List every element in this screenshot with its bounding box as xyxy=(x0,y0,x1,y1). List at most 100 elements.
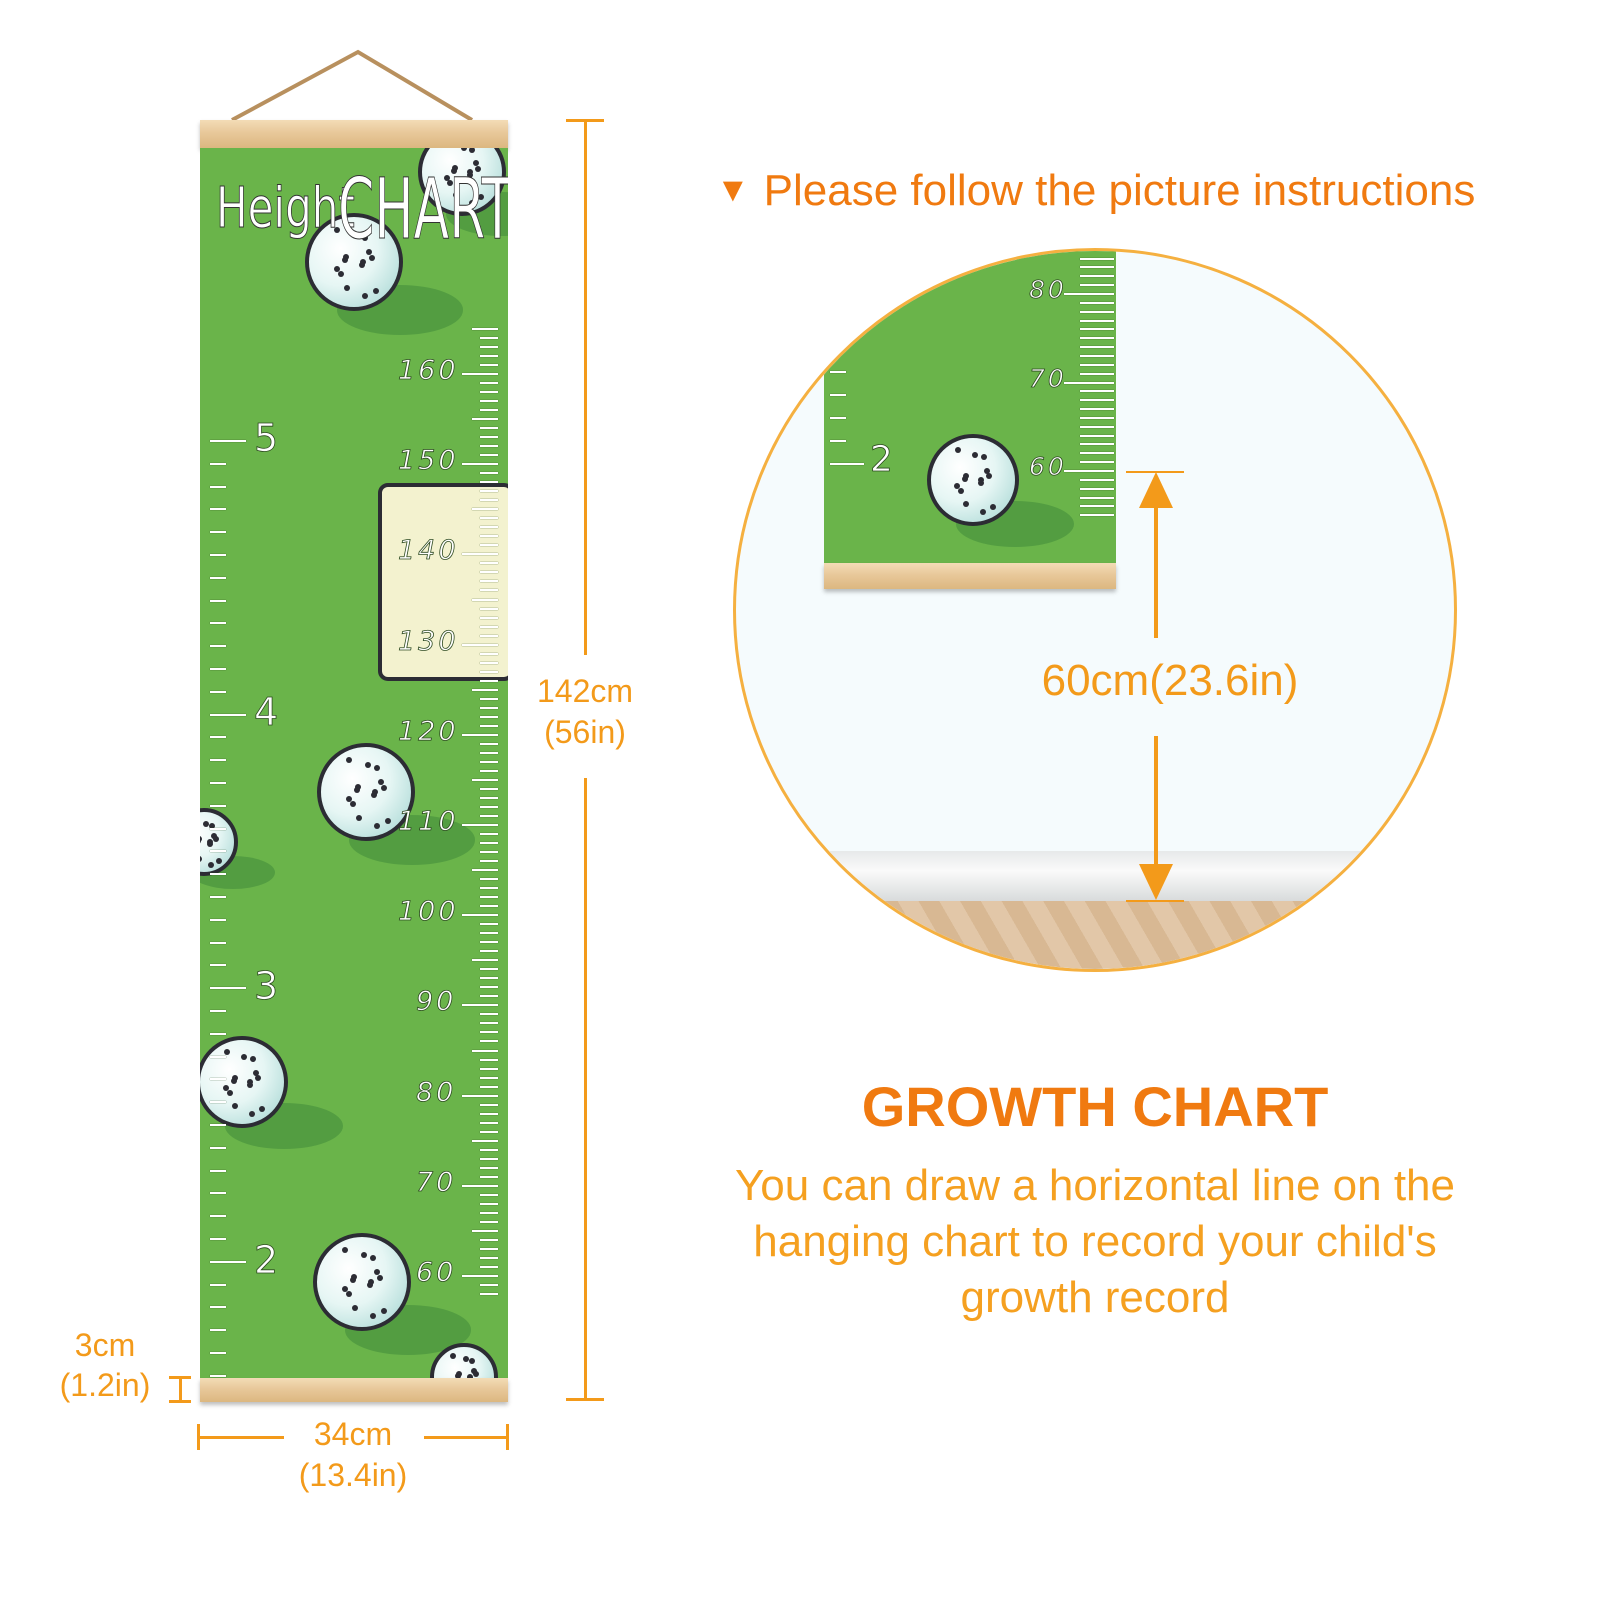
inch-tick xyxy=(210,941,226,944)
cm-tick xyxy=(480,796,498,799)
cm-tick xyxy=(480,382,498,385)
ball-dimple xyxy=(452,192,459,199)
cm-tick xyxy=(480,887,498,890)
inset-cm-tick xyxy=(1080,408,1114,411)
ball-dimple xyxy=(208,822,215,829)
cm-tick xyxy=(480,670,498,673)
ball-dimple xyxy=(376,1275,383,1282)
ball-dimple xyxy=(223,1049,230,1056)
cm-tick xyxy=(480,986,498,989)
cm-tick xyxy=(480,589,498,592)
inset-inch-tick xyxy=(830,394,846,396)
inch-tick xyxy=(210,1192,226,1195)
inset-cm-tick xyxy=(1080,452,1114,455)
ball-dimple xyxy=(990,503,997,510)
cm-tick xyxy=(480,751,498,754)
triangle-down-icon: ▼ xyxy=(716,171,750,209)
inch-tick xyxy=(210,1352,226,1354)
cm-label: 120 xyxy=(398,715,459,747)
inset-cm-tick xyxy=(1080,416,1114,419)
cm-tick xyxy=(480,833,498,836)
inset-inch-tick xyxy=(830,463,864,465)
cm-tick xyxy=(462,914,498,917)
ball-dimple xyxy=(343,254,350,261)
cm-tick xyxy=(480,995,498,998)
cm-tick xyxy=(480,941,498,944)
ball-dimple xyxy=(957,488,964,495)
inset-cm-tick xyxy=(1080,328,1114,331)
instructions-heading: ▼ Please follow the picture instructions xyxy=(716,166,1475,216)
cm-tick xyxy=(480,842,498,845)
ball-dimple xyxy=(380,785,387,792)
ball-dimple xyxy=(361,293,368,300)
height-dimension-line-bottom xyxy=(584,778,587,1400)
ball-dimple xyxy=(373,823,380,830)
ball-dimple xyxy=(471,1367,478,1374)
inch-tick xyxy=(210,1306,226,1309)
ball-dimple xyxy=(334,265,341,272)
golf-ball-icon xyxy=(305,213,403,311)
ball-dimple xyxy=(384,817,391,824)
cm-tick xyxy=(480,1103,498,1106)
instructions-heading-text: Please follow the picture instructions xyxy=(763,166,1476,215)
inch-tick xyxy=(210,508,226,511)
growth-chart-title: GROWTH CHART xyxy=(861,1075,1329,1138)
ball-dimple xyxy=(370,1254,377,1261)
ball-dimple xyxy=(351,1274,358,1281)
cm-tick xyxy=(480,787,498,790)
inch-tick xyxy=(210,1032,226,1035)
description-line: hanging chart to record your child's xyxy=(753,1217,1437,1266)
cm-tick xyxy=(480,1130,498,1133)
inch-tick xyxy=(210,668,226,670)
cm-tick xyxy=(480,1112,498,1115)
inch-tick xyxy=(210,645,226,648)
ball-dimple xyxy=(371,792,378,799)
ball-dimple xyxy=(259,1105,266,1112)
cm-label: 70 xyxy=(416,1166,457,1198)
inch-tick xyxy=(210,1260,246,1263)
inset-cm-tick xyxy=(1080,443,1114,446)
ball-dimple xyxy=(346,795,353,802)
inset-inch-tick xyxy=(830,371,846,373)
inch-tick xyxy=(210,599,226,602)
inch-tick xyxy=(210,736,226,739)
cm-tick xyxy=(480,445,498,448)
golf-ball-icon xyxy=(418,148,506,216)
cm-tick xyxy=(480,1238,498,1241)
ball-dimple xyxy=(345,1291,352,1298)
ball-dimple xyxy=(374,1269,381,1276)
cm-tick xyxy=(480,481,498,484)
double-arrow-icon xyxy=(1139,472,1173,900)
cm-tick xyxy=(480,932,498,935)
inset-cm-tick xyxy=(1080,390,1114,393)
ball-dimple xyxy=(246,1081,253,1088)
cm-label: 110 xyxy=(398,806,459,838)
cm-tick xyxy=(480,490,498,493)
cm-tick xyxy=(472,869,498,872)
inset-cm-tick xyxy=(1080,257,1114,260)
cm-tick xyxy=(480,1202,498,1205)
cm-tick xyxy=(462,1275,498,1277)
ball-dimple xyxy=(954,483,961,490)
cm-tick xyxy=(480,472,498,475)
cm-tick xyxy=(480,1193,498,1196)
cm-tick xyxy=(472,508,498,511)
ball-dimple xyxy=(342,1285,349,1292)
wooden-floor xyxy=(736,901,1454,969)
cm-tick xyxy=(462,733,498,736)
cm-tick xyxy=(480,454,498,457)
inch-tick xyxy=(210,896,226,898)
cm-tick xyxy=(480,1031,498,1034)
inch-tick xyxy=(210,918,226,921)
cm-tick xyxy=(480,517,498,520)
inch-tick xyxy=(210,622,226,625)
height-dimension-cap xyxy=(566,119,604,122)
cm-tick xyxy=(480,571,498,574)
inset-cm-tick xyxy=(1080,337,1114,340)
growth-chart-description: You can draw a horizontal line on the ha… xyxy=(690,1158,1500,1326)
ball-dimple xyxy=(350,1277,357,1284)
inset-cm-tick xyxy=(1080,346,1114,349)
inch-tick xyxy=(210,1010,226,1012)
cm-tick xyxy=(472,418,498,421)
width-dimension-cap xyxy=(197,1424,200,1450)
